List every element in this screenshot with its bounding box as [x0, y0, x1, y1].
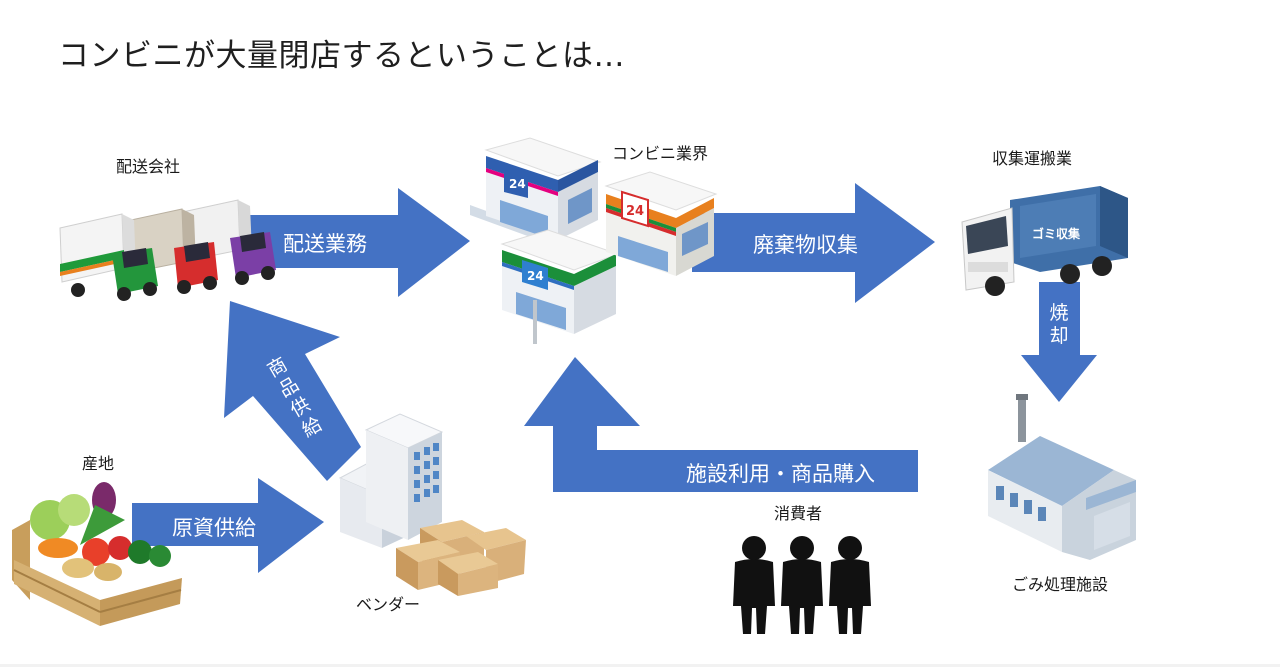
- garbage-truck-illustration: ゴミ収集: [961, 186, 1128, 296]
- cardboard-boxes: [396, 520, 526, 596]
- truck-text: ゴミ収集: [1032, 226, 1081, 241]
- node-label-consumer: 消費者: [774, 504, 823, 523]
- store-green-blue: 24: [500, 229, 620, 344]
- store-blue: 24: [470, 137, 602, 246]
- node-label-convenience: コンビニ業界: [612, 144, 709, 163]
- page-title: コンビニが大量閉店するということは…: [58, 38, 625, 74]
- arrow-label-raw-supply: 原資供給: [172, 516, 256, 540]
- disposal-facility-illustration: [988, 394, 1136, 560]
- store-sign-green: 24: [527, 269, 544, 283]
- store-seven: 24: [604, 171, 718, 276]
- arrow-label-incineration: 焼却: [1049, 302, 1069, 347]
- arrow-label-delivery-work: 配送業務: [283, 232, 367, 256]
- arrow-waste-collection: [692, 183, 935, 303]
- person-icon: [781, 536, 823, 634]
- node-label-origin: 産地: [82, 454, 115, 473]
- truck-red: [121, 208, 218, 294]
- store-sign-blue: 24: [509, 177, 526, 191]
- produce-crate-illustration: [12, 482, 182, 626]
- consumers-illustration: [733, 536, 871, 634]
- delivery-trucks-illustration: [59, 199, 276, 301]
- node-label-collection: 収集運搬業: [992, 149, 1073, 168]
- node-label-delivery: 配送会社: [116, 157, 181, 176]
- node-label-disposal: ごみ処理施設: [1012, 575, 1109, 594]
- arrow-facility-use: [524, 357, 918, 492]
- person-icon: [829, 536, 871, 634]
- truck-purple: [177, 199, 276, 285]
- arrow-product-supply: [224, 301, 361, 481]
- arrow-label-facility-use: 施設利用・商品購入: [686, 462, 875, 486]
- node-label-vendor: ベンダー: [356, 595, 421, 614]
- bottom-divider: [0, 664, 1280, 667]
- person-icon: [733, 536, 775, 634]
- truck-green: [59, 213, 158, 301]
- store-sign-red: 24: [626, 204, 644, 219]
- arrow-incineration: [1021, 282, 1097, 402]
- arrow-raw-supply: [132, 478, 324, 573]
- arrow-delivery-work: [245, 188, 470, 297]
- convenience-stores-illustration: 24 24 24: [470, 137, 718, 344]
- arrow-label-waste-collection: 廃棄物収集: [753, 233, 858, 257]
- vendor-illustration: [338, 413, 526, 596]
